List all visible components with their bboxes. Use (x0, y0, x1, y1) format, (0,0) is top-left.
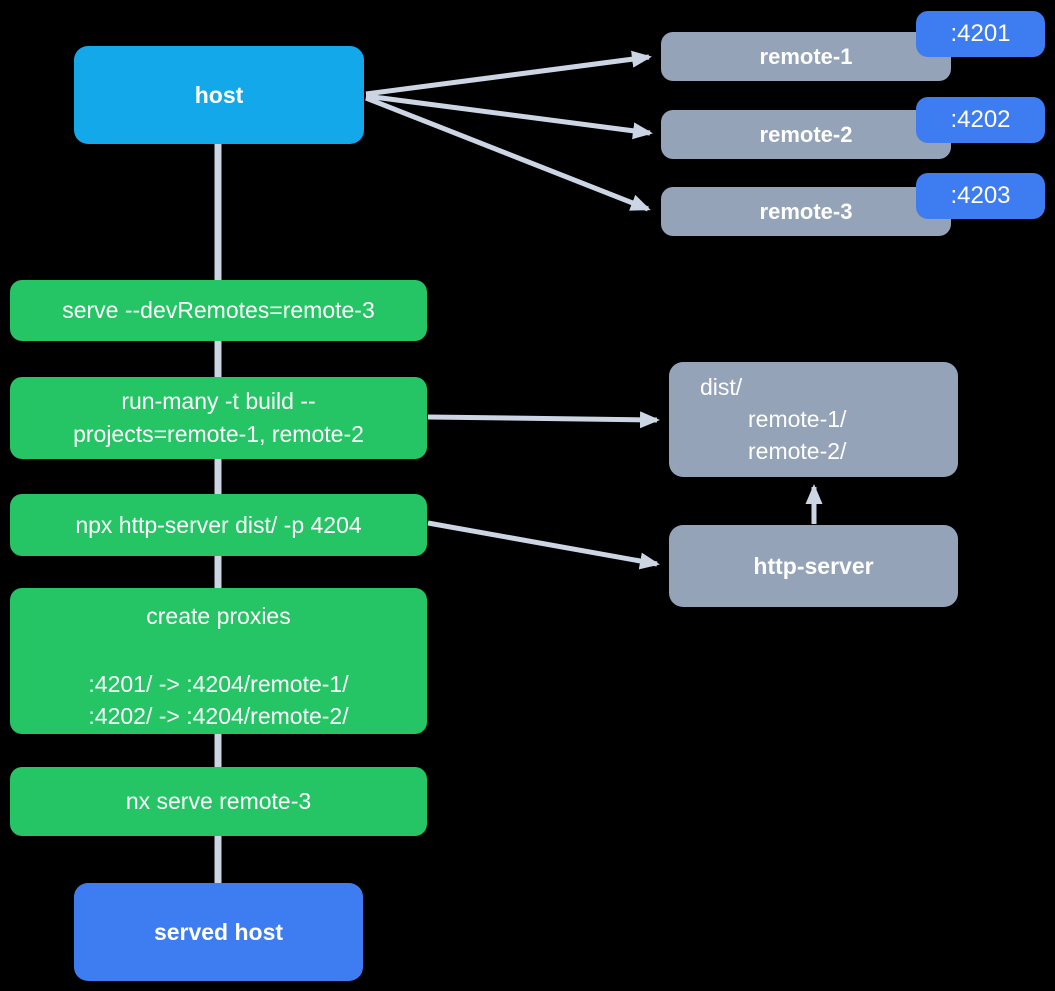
step-npx-http-server: npx http-server dist/ -p 4204 (10, 494, 427, 556)
http-server-node: http-server (669, 525, 958, 607)
step-serve-dev-remotes: serve --devRemotes=remote-3 (10, 280, 427, 341)
step-nx-serve-remote-3: nx serve remote-3 (10, 767, 427, 836)
served-host-node: served host (74, 883, 363, 981)
step-run-many-line1: run-many -t build -- (121, 388, 316, 414)
step-npx-text: npx http-server dist/ -p 4204 (75, 511, 362, 538)
served-host-label: served host (153, 918, 284, 945)
arrow-host-to-remote-1 (365, 50, 652, 97)
remote-1-node: remote-1 (661, 32, 951, 81)
step-serve-text: serve --devRemotes=remote-3 (62, 297, 375, 323)
step-run-many-build: run-many -t build -- projects=remote-1, … (10, 377, 427, 459)
arrow-host-to-remote-2 (365, 93, 653, 140)
step-run-many-line2: projects=remote-1, remote-2 (73, 421, 364, 447)
port-badge-4201-label: :4201 (950, 20, 1011, 47)
port-badge-4202: :4202 (916, 97, 1045, 143)
arrow-host-to-remote-3 (365, 95, 651, 212)
arrow-run-many-to-dist (427, 411, 660, 429)
port-badge-4203-label: :4203 (950, 182, 1011, 209)
step-create-proxies-title: create proxies (146, 603, 291, 629)
dist-remote-1-label: remote-1/ (748, 406, 847, 432)
port-badge-4201: :4201 (916, 11, 1045, 57)
remote-2-node: remote-2 (661, 110, 951, 159)
port-badge-4203: :4203 (916, 173, 1045, 219)
step-nx-serve-text: nx serve remote-3 (125, 788, 312, 814)
host-label: host (194, 81, 244, 108)
dist-folder-node: dist/ remote-1/ remote-2/ (669, 362, 958, 477)
remote-1-label: remote-1 (759, 43, 853, 69)
remote-3-node: remote-3 (661, 187, 951, 236)
proxy-mapping-4201: :4201/ -> :4204/remote-1/ (88, 671, 349, 697)
proxy-mapping-4202: :4202/ -> :4204/remote-2/ (88, 703, 349, 729)
remote-3-label: remote-3 (759, 198, 853, 224)
remote-2-label: remote-2 (759, 121, 853, 147)
host-node: host (74, 46, 364, 144)
dist-root-label: dist/ (700, 374, 743, 400)
step-create-proxies: create proxies :4201/ -> :4204/remote-1/… (10, 588, 427, 734)
dist-remote-2-label: remote-2/ (748, 438, 847, 464)
arrow-npx-to-http-server (427, 520, 660, 570)
port-badge-4202-label: :4202 (950, 106, 1011, 133)
http-server-label: http-server (753, 552, 874, 579)
